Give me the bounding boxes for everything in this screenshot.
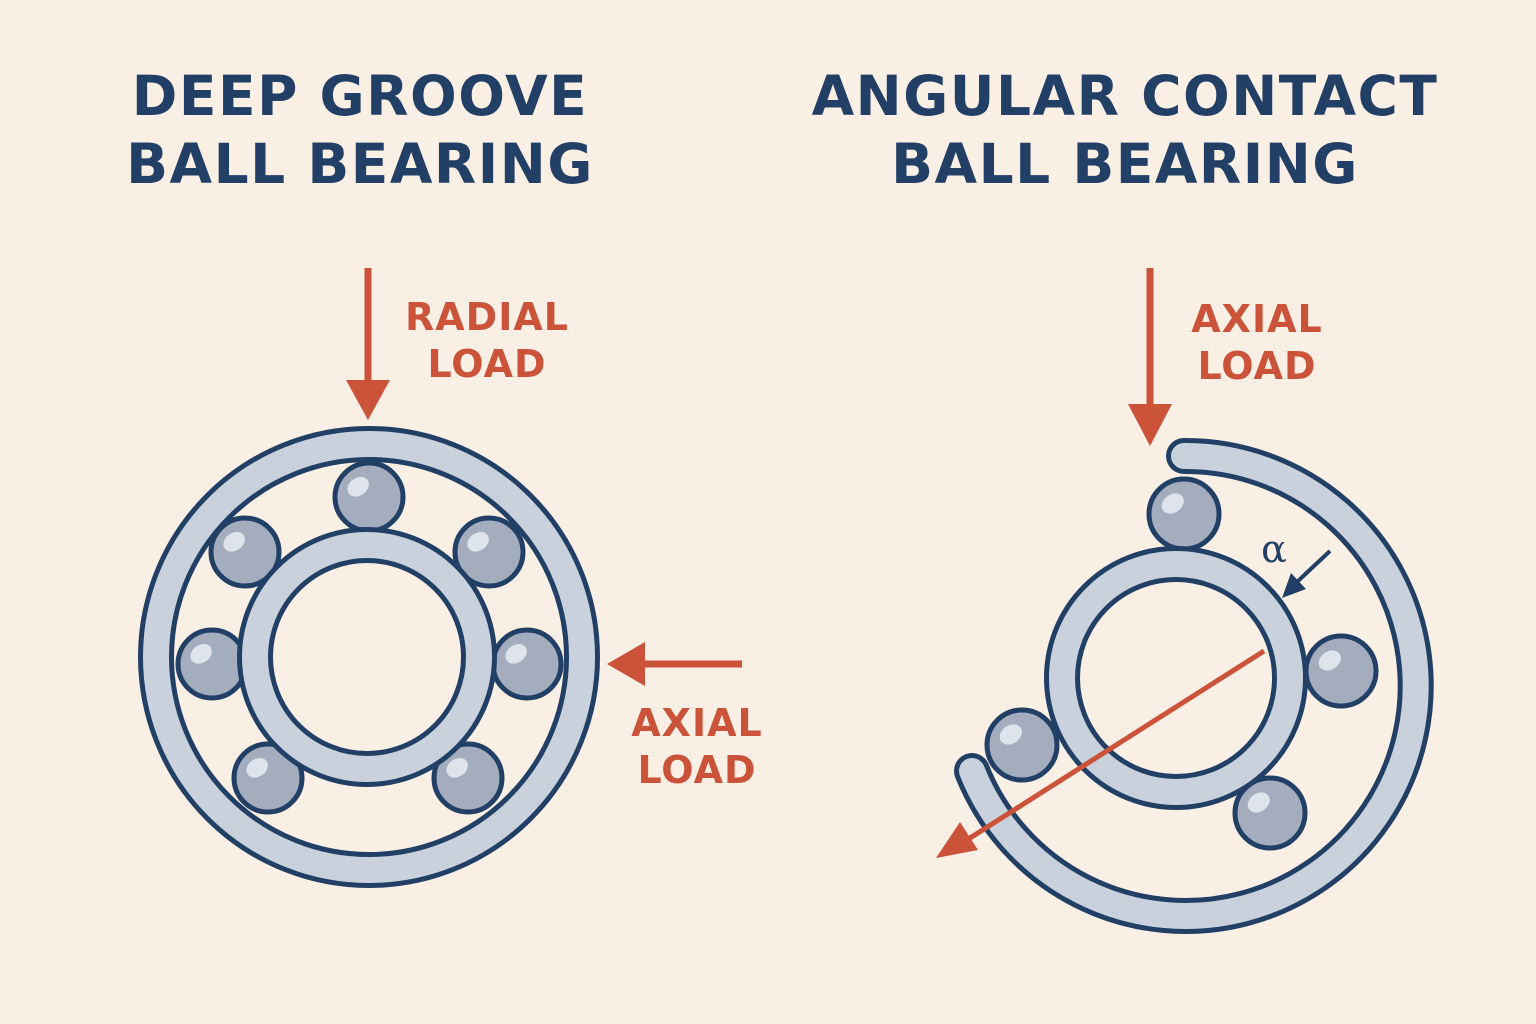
axial-load-label-left: AXIAL LOAD: [612, 700, 782, 794]
angular-contact-title: ANGULAR CONTACT BALL BEARING: [800, 62, 1450, 198]
deep-groove-ball-1: [332, 460, 406, 534]
angular-contact-title-line1: ANGULAR CONTACT: [811, 64, 1439, 128]
radial-load-label-line2: LOAD: [427, 342, 547, 386]
deep-groove-ball-5: [490, 627, 564, 701]
angular-contact-ball-1: [1146, 476, 1222, 552]
deep-groove-ball-6: [231, 741, 305, 815]
deep-groove-title-line2: BALL BEARING: [126, 132, 594, 196]
deep-groove-inner-ring-fill: [242, 532, 492, 782]
radial-load-label: RADIAL LOAD: [392, 294, 582, 388]
contact-line-arrow: [936, 648, 1266, 858]
deep-groove-ball-2: [208, 515, 282, 589]
axial-load-label-right-line1: AXIAL: [1191, 297, 1323, 341]
deep-groove-bearing: [138, 426, 600, 888]
angular-contact-title-line2: BALL BEARING: [891, 132, 1359, 196]
angular-contact-ball-2: [1303, 633, 1379, 709]
axial-load-arrow-left: [607, 642, 742, 686]
angular-contact-inner-ring-fill: [1049, 551, 1303, 805]
deep-groove-ball-set: [175, 460, 564, 815]
angular-contact-ball-4: [1232, 775, 1308, 851]
contact-angle-symbol: α: [1261, 527, 1287, 571]
axial-load-label-right-line2: LOAD: [1197, 344, 1317, 388]
deep-groove-ball-3: [452, 515, 526, 589]
radial-load-arrow: [346, 268, 390, 420]
angular-contact-ball-set: [984, 476, 1379, 851]
deep-groove-title: DEEP GROOVE BALL BEARING: [100, 62, 620, 198]
axial-load-label-left-line1: AXIAL: [631, 701, 763, 745]
axial-load-label-right: AXIAL LOAD: [1172, 296, 1342, 390]
deep-groove-ball-4: [175, 627, 249, 701]
axial-load-label-left-line2: LOAD: [637, 748, 757, 792]
angular-contact-outer-ring-fill: [959, 442, 1429, 929]
deep-groove-ball-7: [431, 741, 505, 815]
contact-angle-arrow: [1282, 549, 1332, 598]
radial-load-label-line1: RADIAL: [405, 295, 569, 339]
deep-groove-outer-ring-fill: [143, 431, 595, 883]
angular-contact-ball-3: [984, 707, 1060, 783]
axial-load-arrow-right: [1128, 268, 1172, 446]
deep-groove-title-line1: DEEP GROOVE: [131, 64, 589, 128]
angular-contact-bearing: α: [936, 437, 1434, 934]
